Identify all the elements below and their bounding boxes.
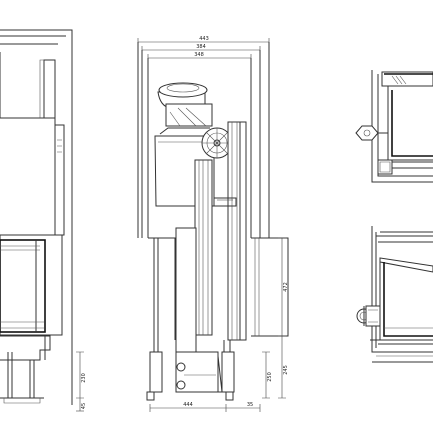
side-view: 443 384 348 xyxy=(137,36,289,412)
width-inner-label: 348 xyxy=(194,52,204,58)
width-outer-label: 443 xyxy=(199,36,209,42)
width-mid-label: 384 xyxy=(196,44,206,50)
leg-height-label: 250 xyxy=(267,372,273,382)
front-small-label: 45 xyxy=(81,403,87,409)
side-height-label: 472 xyxy=(283,282,289,292)
depth-label: 444 xyxy=(183,402,193,408)
small-height-label: 245 xyxy=(283,365,289,375)
front-height-label: 230 xyxy=(81,373,87,383)
front-view: 230 45 xyxy=(0,29,87,412)
top-view xyxy=(355,70,433,183)
section-view xyxy=(356,226,433,363)
offset-label: 35 xyxy=(247,402,253,408)
